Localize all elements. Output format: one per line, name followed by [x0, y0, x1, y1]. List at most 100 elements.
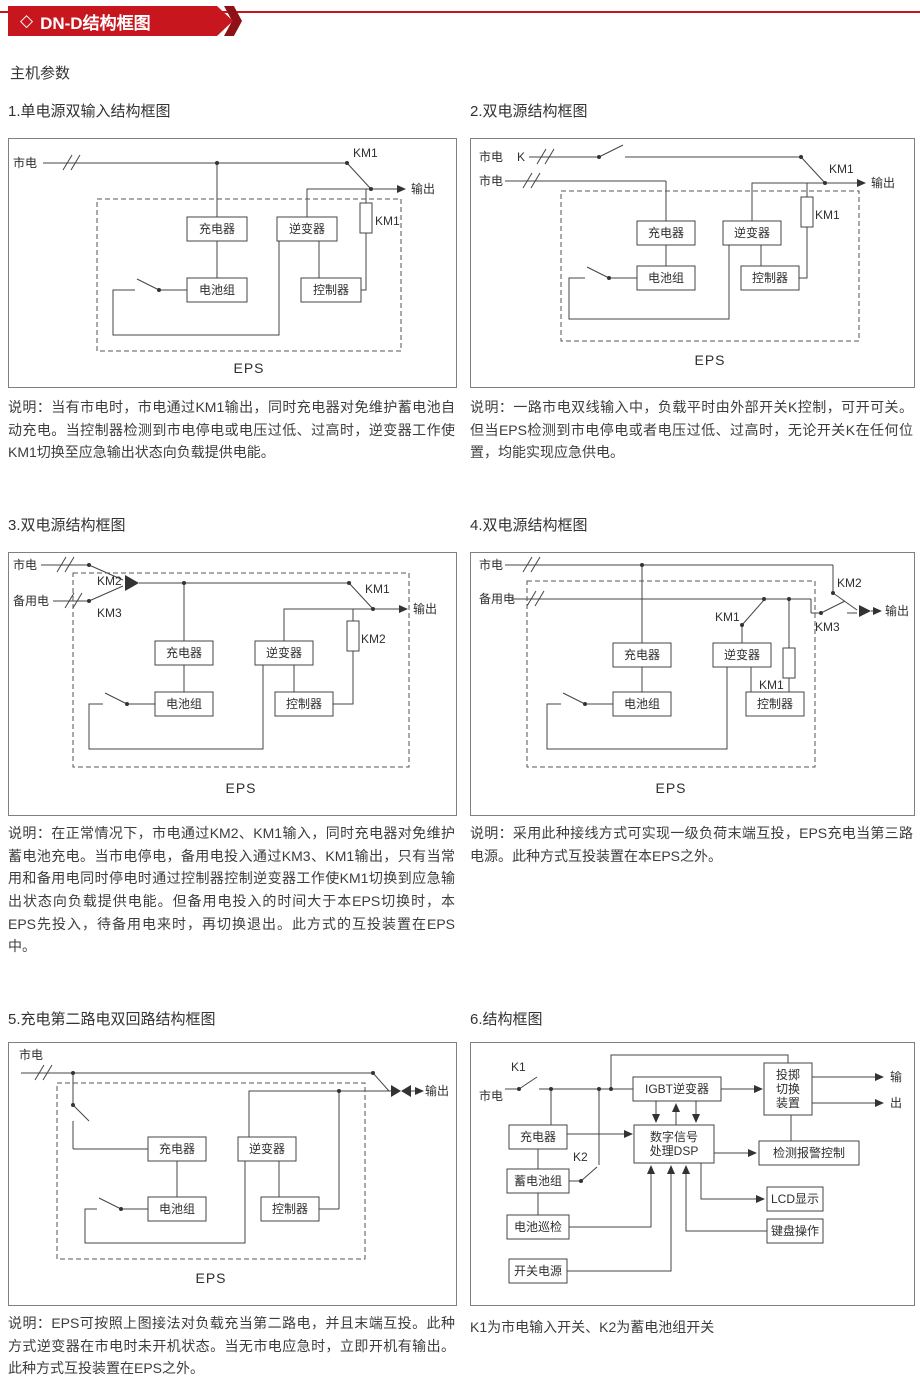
svg-text:控制器: 控制器	[752, 271, 788, 285]
section-5-title: 5.充电第二路电双回路结构框图	[8, 1011, 216, 1028]
diagram-6-structure: IGBT逆变器 投掷 切换 装置 充电器 数字信号 处理DSP 检测报警控制 蓄…	[470, 1042, 915, 1306]
km1-coil	[359, 202, 373, 234]
controller-box: 控制器	[745, 691, 805, 717]
battery-pack-box: 蓄电池组	[506, 1168, 570, 1194]
svg-text:充电器: 充电器	[624, 647, 660, 662]
battery-switch-blade	[586, 266, 610, 279]
output-label: 输出	[425, 1083, 449, 1098]
svg-text:蓄电池组: 蓄电池组	[514, 1174, 562, 1188]
wiring	[43, 154, 406, 336]
km2-coil	[346, 620, 360, 652]
km1-contact-label: KM1	[353, 146, 378, 160]
diamond-icon: ◇	[20, 11, 34, 30]
eps-label: EPS	[694, 352, 725, 368]
bypass-line	[610, 1054, 789, 1089]
svg-text:控制器: 控制器	[286, 697, 322, 711]
km3-contact-label: KM3	[815, 620, 840, 634]
km2-coil-label: KM2	[361, 632, 386, 646]
km1-coil-label: KM1	[759, 678, 784, 692]
keyboard-box: 键盘操作	[766, 1218, 824, 1244]
svg-text:键盘操作: 键盘操作	[771, 1223, 819, 1238]
mains-label: 市电	[13, 155, 37, 170]
eps-label: EPS	[195, 1270, 226, 1286]
battery-switch-blade	[562, 692, 586, 705]
km1-contact-label: KM1	[365, 582, 390, 596]
input-switch-blade	[72, 1104, 90, 1122]
mains-label: 市电	[479, 1088, 503, 1103]
output-label: 输出	[871, 175, 895, 190]
mains-label: 市电	[479, 149, 503, 164]
k2-label: K2	[573, 1150, 588, 1164]
section-4-title: 4.双电源结构框图	[470, 517, 588, 534]
mains-label: 市电	[479, 557, 503, 572]
wiring	[505, 1054, 884, 1272]
battery-box: 电池组	[636, 265, 696, 291]
svg-text:逆变器: 逆变器	[266, 645, 302, 660]
charger-box: 充电器	[186, 216, 248, 242]
svg-text:电池组: 电池组	[648, 271, 684, 285]
controller-box: 控制器	[260, 1196, 320, 1222]
km1-contact-blade	[348, 582, 374, 610]
line-break-icon	[536, 148, 555, 165]
wiring	[505, 144, 866, 320]
eps-label: EPS	[233, 360, 264, 376]
battery-box: 电池组	[147, 1196, 207, 1222]
km1-coil	[800, 196, 814, 228]
eps-boundary	[96, 198, 402, 352]
charger-box: 充电器	[508, 1124, 568, 1150]
svg-text:开关电源: 开关电源	[514, 1264, 562, 1278]
eps-boundary	[526, 580, 816, 768]
merge-arrow-icon	[125, 575, 139, 591]
km3-contact-blade	[88, 585, 124, 602]
line-break-icon	[56, 556, 75, 573]
section-1-title: 1.单电源双输入结构框图	[8, 103, 171, 120]
switch-power-box: 开关电源	[508, 1258, 568, 1284]
charger-box: 充电器	[636, 220, 696, 246]
svg-text:逆变器: 逆变器	[249, 1141, 285, 1156]
diagram-2-dual-source: 充电器 逆变器 电池组 控制器 市电 K 市电 KM1 KM1 输出 EPS	[470, 138, 915, 388]
km2-contact-label: KM2	[837, 576, 862, 590]
igbt-inverter-box: IGBT逆变器	[632, 1076, 722, 1102]
k-switch-blade	[598, 144, 624, 158]
k1-label: K1	[511, 1060, 526, 1074]
output-label-line2: 出	[890, 1096, 902, 1110]
svg-text:电池组: 电池组	[159, 1202, 195, 1216]
svg-text:充电器: 充电器	[520, 1129, 556, 1144]
eps-boundary	[72, 572, 410, 768]
svg-text:电池组: 电池组	[166, 697, 202, 711]
section-3-description: 说明：在正常情况下，市电通过KM2、KM1输入，同时充电器对免维护蓄电池充电。当…	[8, 825, 455, 955]
lcd-box: LCD显示	[766, 1186, 824, 1212]
transfer-switch-icon	[391, 1085, 401, 1097]
inverter-box: 逆变器	[722, 220, 782, 246]
backup-label: 备用电	[479, 592, 515, 606]
k2-switch-blade	[580, 1166, 598, 1182]
svg-text:电池组: 电池组	[624, 697, 660, 711]
svg-text:投掷: 投掷	[776, 1067, 800, 1082]
line-break-icon	[64, 592, 83, 609]
line-break-icon	[34, 1064, 53, 1081]
charger-box: 充电器	[147, 1136, 207, 1162]
alarm-box: 检测报警控制	[758, 1140, 860, 1166]
section-6-description: K1为市电输入开关、K2为蓄电池组开关	[470, 1319, 715, 1335]
section-5-description: 说明：EPS可按照上图接法对负载充当第二路电，并且末端互投。此种方式逆变器在市电…	[8, 1315, 455, 1377]
km3-contact-blade	[820, 600, 846, 614]
wiring	[505, 556, 882, 750]
top-rule	[0, 11, 920, 13]
svg-text:数字信号: 数字信号	[650, 1129, 698, 1144]
wiring	[21, 1064, 424, 1244]
svg-text:电池组: 电池组	[199, 283, 235, 297]
backup-label: 备用电	[13, 594, 49, 608]
k-switch-label: K	[517, 150, 525, 164]
diagram-5-second-feed: 充电器 逆变器 电池组 控制器 市电 输出 EPS	[8, 1042, 457, 1306]
battery-patrol-box: 电池巡检	[506, 1214, 570, 1240]
output-label: 输出	[411, 181, 435, 196]
diagram-1-single-source: 充电器 逆变器 电池组 控制器 市电 KM1 KM1 输出 EPS	[8, 138, 457, 388]
svg-text:充电器: 充电器	[159, 1141, 195, 1156]
svg-text:控制器: 控制器	[757, 697, 793, 711]
svg-text:处理DSP: 处理DSP	[650, 1144, 699, 1158]
svg-text:装置: 装置	[776, 1096, 800, 1110]
km1-contact-blade	[800, 156, 826, 184]
charger-box: 充电器	[612, 642, 672, 668]
eps-boundary	[560, 190, 860, 342]
